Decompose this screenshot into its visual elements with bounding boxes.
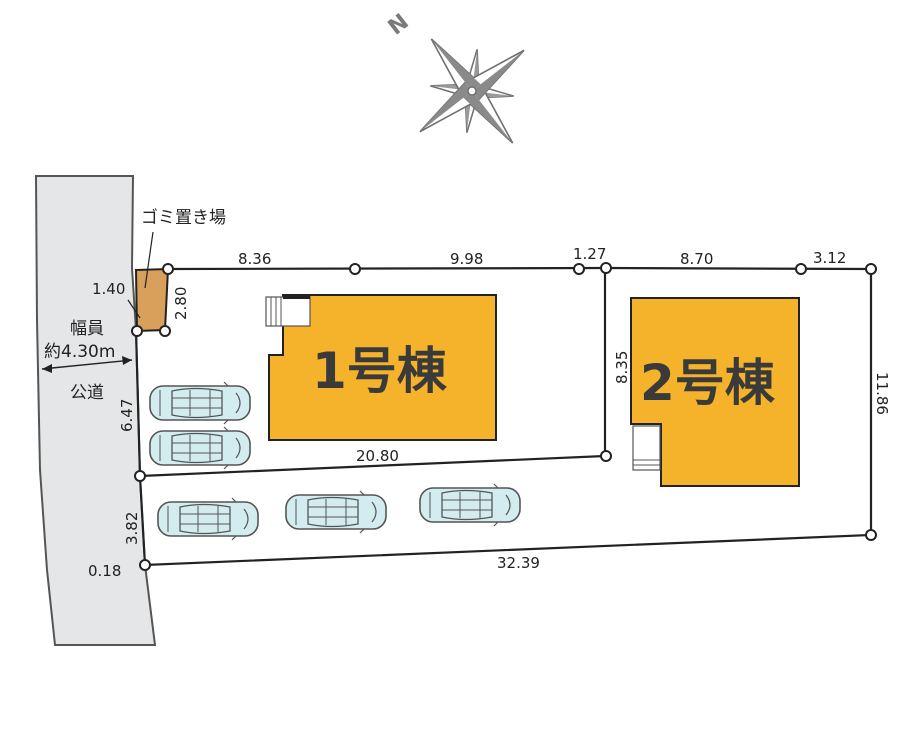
building-2-entrance	[632, 425, 661, 471]
dim-top-4: 8.70	[680, 250, 713, 268]
boundary-point	[134, 470, 146, 482]
compass-rose	[419, 38, 525, 144]
boundary-point	[573, 263, 585, 275]
public-road	[34, 175, 157, 646]
north-label: N	[384, 9, 414, 40]
building-1-entrance	[265, 295, 311, 327]
dim-garbage-depth: 2.80	[172, 287, 190, 320]
boundary-point	[349, 263, 361, 275]
dim-garbage-width: 1.40	[92, 280, 125, 298]
boundary-point	[865, 263, 877, 275]
dim-top-5: 3.12	[813, 249, 846, 267]
boundary-point	[795, 263, 807, 275]
road-name: 公道	[70, 383, 104, 403]
dim-inner-bottom: 20.80	[356, 447, 399, 465]
boundary-points	[131, 262, 877, 571]
building-1-label: 1号棟	[312, 342, 448, 400]
road-width-title: 幅員	[70, 319, 104, 339]
dim-right-side: 11.86	[873, 372, 891, 415]
parking-car	[149, 426, 251, 470]
boundary-point	[131, 325, 143, 337]
dim-bottom: 32.39	[497, 554, 540, 572]
building-2-label: 2号棟	[640, 354, 776, 412]
lot-divider-horizontal	[139, 454, 606, 478]
boundary-point	[159, 325, 171, 337]
road-width-arrow	[41, 356, 133, 373]
garbage-leader-line	[144, 231, 154, 289]
dim-top-3: 1.27	[573, 245, 606, 263]
parking-car	[419, 483, 521, 527]
parking-car	[157, 497, 259, 541]
parking-car	[149, 381, 251, 425]
parking-car	[285, 490, 387, 534]
boundary-point	[162, 263, 174, 275]
dim-top-1: 8.36	[238, 250, 271, 268]
garbage-width-leader	[127, 299, 141, 319]
building-2	[630, 297, 800, 487]
garbage-area	[134, 267, 170, 333]
boundary-point	[139, 559, 151, 571]
dim-left-lower: 3.82	[123, 512, 141, 545]
garbage-area-label: ゴミ置き場	[141, 207, 226, 228]
boundary-point	[600, 450, 612, 462]
building-1	[268, 294, 497, 441]
dim-top-2: 9.98	[450, 250, 483, 268]
dim-divider: 8.35	[613, 351, 631, 384]
boundary-point	[600, 262, 612, 274]
dim-corner-offset: 0.18	[88, 562, 121, 580]
boundary-point	[865, 529, 877, 541]
road-width-value: 約4.30m	[44, 342, 115, 362]
dim-left-upper: 6.47	[118, 399, 136, 432]
